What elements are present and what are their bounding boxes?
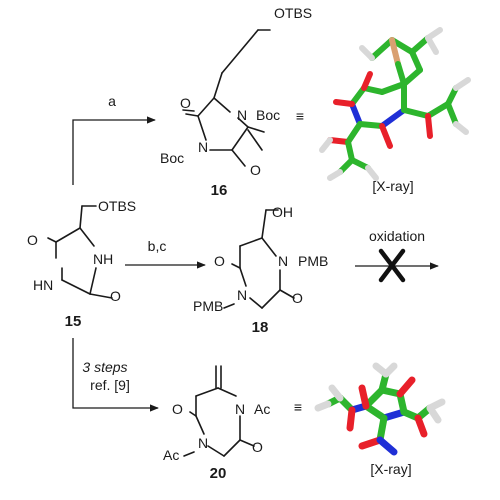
compound-16-xray: [X-ray]	[372, 178, 413, 194]
compound-18-structure	[223, 209, 295, 309]
compound-15-nh-top: NH	[93, 251, 113, 267]
condition-bc: b,c	[148, 238, 167, 254]
compound-15-o-right: O	[110, 288, 121, 304]
compound-20-o-left: O	[172, 401, 183, 417]
compound-15-substituent: OTBS	[98, 198, 136, 214]
compound-20-xray: [X-ray]	[370, 461, 411, 477]
compound-15-o-left: O	[27, 232, 38, 248]
compound-20-o-right: O	[252, 439, 263, 455]
xray-structure-16-image	[319, 27, 471, 181]
compound-20-n-left: N	[198, 435, 208, 451]
arrow-a	[72, 116, 156, 185]
compound-16-pg-left: Boc	[160, 150, 184, 166]
compound-18-substituent: OH	[272, 204, 293, 220]
compound-16-number: 16	[211, 182, 228, 199]
compound-20-structure	[183, 365, 255, 457]
compound-16-o-left: O	[180, 95, 191, 111]
condition-ref: ref. [9]	[90, 377, 130, 393]
compound-16-pg-right: Boc	[256, 107, 280, 123]
compound-20-n-right: N	[235, 401, 245, 417]
compound-18-pg-right: PMB	[298, 253, 328, 269]
compound-16-equiv: ≡	[296, 108, 304, 124]
compound-18-number: 18	[252, 319, 269, 336]
compound-18-o-right: O	[292, 290, 303, 306]
arrow-3-steps	[72, 338, 159, 412]
compound-20-number: 20	[210, 465, 227, 482]
cross-mark-icon	[378, 248, 406, 283]
compound-18-n-left: N	[237, 287, 247, 303]
compound-16-n-left: N	[198, 139, 208, 155]
compound-16-o-right: O	[250, 162, 261, 178]
compound-20-pg-left: Ac	[163, 447, 179, 463]
compound-18-o-left: O	[214, 253, 225, 269]
condition-a: a	[108, 93, 116, 109]
compound-16-structure	[182, 29, 271, 167]
compound-20-equiv: ≡	[294, 399, 302, 415]
compound-16-n-right: N	[237, 107, 247, 123]
compound-15-structure	[47, 205, 113, 299]
compound-15-number: 15	[65, 313, 82, 330]
compound-20-pg-right: Ac	[254, 401, 270, 417]
compound-18-n-right: N	[278, 253, 288, 269]
condition-3-steps: 3 steps	[82, 359, 127, 375]
xray-structure-20-image	[314, 362, 446, 456]
compound-15-hn-bottom: HN	[33, 277, 53, 293]
compound-18-pg-left: PMB	[193, 298, 223, 314]
compound-16-substituent: OTBS	[274, 5, 312, 21]
condition-oxidation: oxidation	[369, 228, 425, 244]
